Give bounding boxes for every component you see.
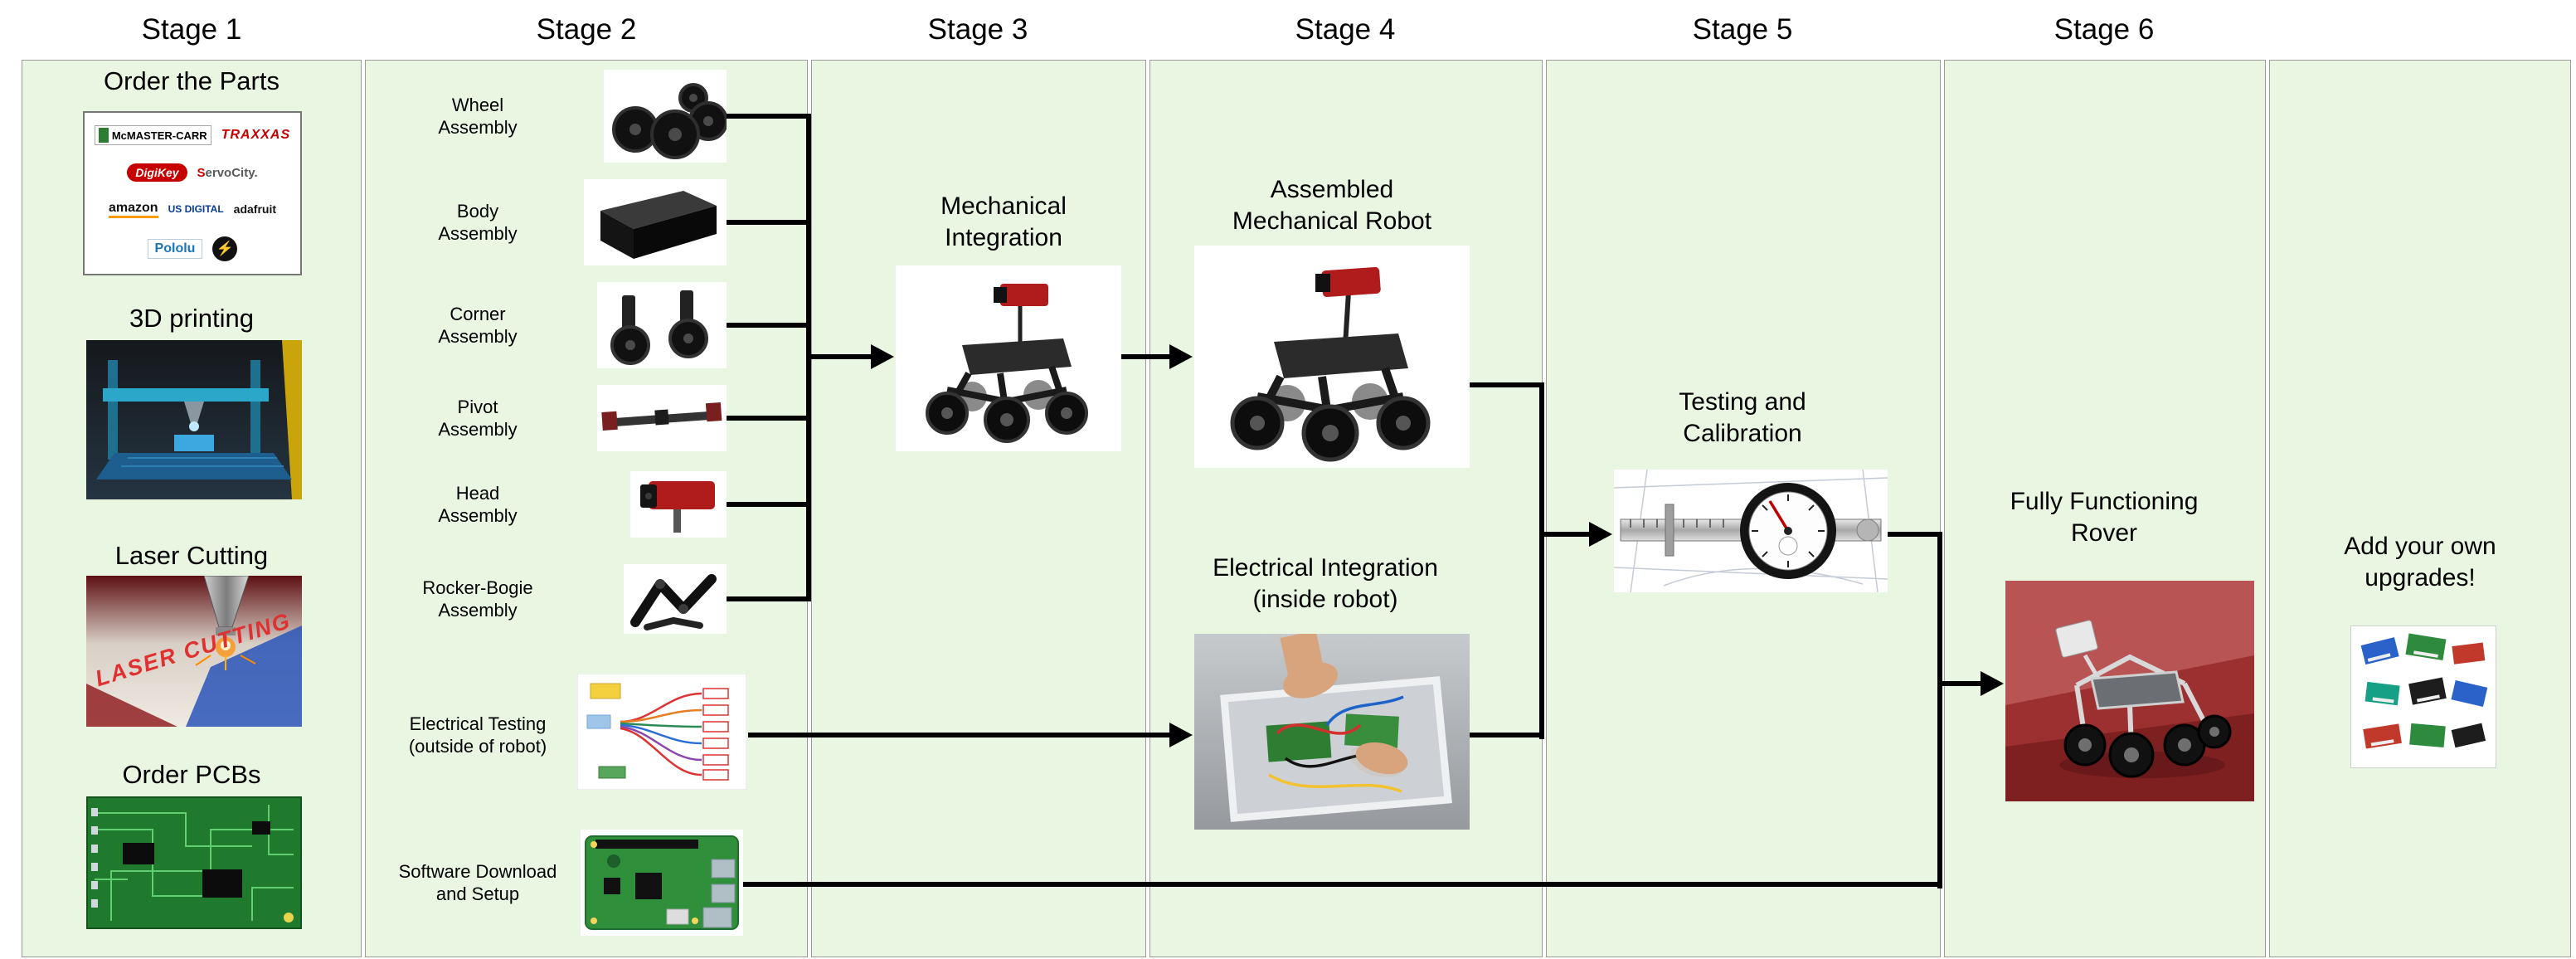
vendor-logos-panel: McMASTER-CARR TRAXXAS DigiKey ServoCity.…: [83, 111, 302, 275]
logo-row: DigiKey ServoCity.: [86, 163, 299, 183]
us-digital-logo: US DIGITAL: [168, 203, 224, 216]
order-pcbs-title: Order PCBs: [122, 760, 261, 789]
traxxas-logo: TRAXXAS: [221, 128, 291, 143]
mechanical-integration-title: Mechanical Integration: [940, 192, 1067, 251]
testing-calibration-title: Testing and Calibration: [1679, 388, 1806, 447]
arrowhead-electrical-integration: [1169, 723, 1193, 747]
logo-row: Pololu ⚡: [86, 236, 299, 261]
amazon-logo: amazon: [108, 201, 158, 218]
pcb-image: [86, 796, 302, 929]
mcmaster-carr-logo: McMASTER-CARR: [94, 125, 211, 146]
connector-software-long: [743, 882, 1942, 887]
connector-to-stage3: [806, 354, 874, 359]
connector-to-stage5: [1544, 532, 1591, 537]
corner-assembly-image: [597, 282, 727, 368]
fully-functioning-rover-image: [2005, 581, 2254, 801]
fully-functioning-rover-title: Fully Functioning Rover: [2010, 488, 2199, 547]
assembled-robot-image: [1194, 246, 1470, 468]
testing-calibration-image: [1614, 470, 1888, 592]
arrowhead-stage3: [871, 344, 894, 369]
connector-electrical-out: [1470, 733, 1544, 738]
connector-pivot: [727, 416, 811, 421]
electrical-integration-image: [1194, 634, 1470, 830]
connector-to-stage6: [1942, 681, 1981, 686]
logo-row: amazon US DIGITAL adafruit: [86, 201, 299, 218]
connector-stage3-stage4: [1121, 354, 1173, 359]
stage-3-header: Stage 3: [927, 13, 1028, 46]
arrowhead-stage5: [1589, 522, 1612, 547]
rocker-bogie-assembly-image: [624, 564, 727, 634]
assembled-robot-title: Assembled Mechanical Robot: [1232, 176, 1432, 235]
connector-rocker: [727, 596, 811, 601]
connector-stage5-vertical: [1937, 532, 1942, 888]
body-assembly-image: [584, 179, 727, 265]
arrowhead-stage6: [1981, 671, 2004, 696]
stage-1-header: Stage 1: [141, 13, 242, 46]
logo-row: McMASTER-CARR TRAXXAS: [86, 125, 299, 146]
stage-2-header: Stage 2: [536, 13, 637, 46]
upgrades-column: [2269, 60, 2571, 957]
laser-cutting-title: Laser Cutting: [114, 541, 269, 570]
stage-5-header: Stage 5: [1692, 13, 1793, 46]
adafruit-logo: adafruit: [233, 202, 277, 217]
connector-head: [727, 502, 811, 507]
arrowhead-stage4: [1169, 344, 1193, 369]
digikey-logo: DigiKey: [127, 163, 187, 183]
connector-wheel: [727, 114, 811, 119]
electrical-integration-title: Electrical Integration (inside robot): [1213, 554, 1438, 613]
head-assembly-image: [630, 471, 727, 538]
connector-corner: [727, 323, 811, 328]
connector-electest-to-stage4: [748, 733, 1169, 738]
pololu-logo: Pololu: [147, 238, 203, 259]
connector-gauge-out: [1888, 532, 1941, 537]
stage-6-column: [1944, 60, 2266, 957]
lightning-bolt-icon: ⚡: [212, 236, 238, 261]
3d-printer-image: [86, 340, 302, 499]
stage-3-column: [811, 60, 1146, 957]
connector-robot-out: [1470, 382, 1544, 387]
servocity-logo: ServoCity.: [197, 165, 258, 180]
connector-body: [727, 220, 811, 225]
electrical-testing-label: Electrical Testing(outside of robot): [408, 713, 547, 757]
wheel-assembly-image: [604, 70, 727, 163]
order-parts-title: Order the Parts: [104, 66, 279, 95]
upgrades-title: Add your own upgrades!: [2344, 533, 2496, 591]
raspberry-pi-image: [581, 830, 743, 936]
pivot-assembly-image: [597, 385, 727, 451]
laser-cutting-image: [86, 576, 302, 727]
electrical-testing-image: [577, 674, 746, 790]
upgrades-image: [2350, 626, 2496, 768]
mechanical-integration-image: [896, 265, 1121, 451]
connector-stage4-vertical: [1539, 382, 1544, 739]
stage-6-header: Stage 6: [2054, 13, 2155, 46]
stage-4-header: Stage 4: [1295, 13, 1396, 46]
3d-printing-title: 3D printing: [129, 304, 254, 333]
